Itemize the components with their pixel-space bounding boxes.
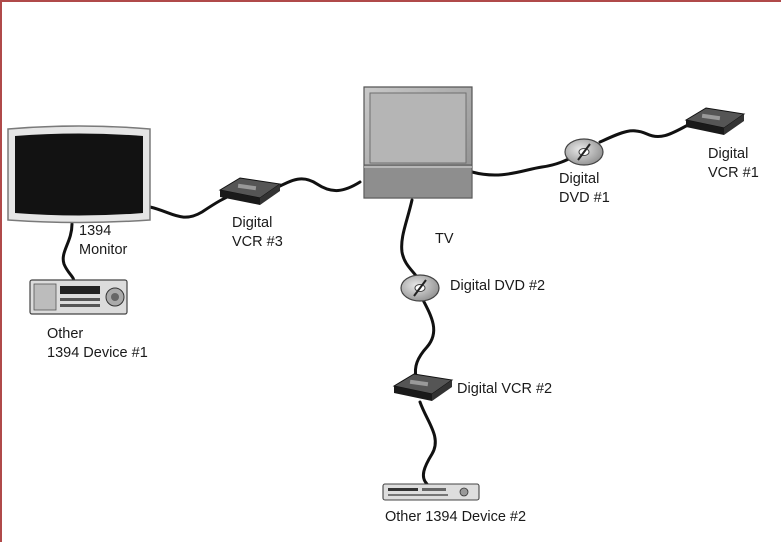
vcr-2 bbox=[392, 373, 454, 401]
receiver-device-1 bbox=[29, 279, 128, 315]
label-dvd-1: Digital DVD #1 bbox=[559, 171, 610, 206]
dvd-disc-1 bbox=[564, 138, 604, 166]
tv-device bbox=[363, 86, 473, 199]
vcr-3 bbox=[218, 177, 282, 205]
cable-tv-to-dvd1 bbox=[470, 153, 579, 177]
cables bbox=[61, 122, 692, 486]
cable-vcr3-to-tv bbox=[270, 177, 362, 192]
label-vcr-1: Digital VCR #1 bbox=[708, 146, 759, 181]
deck-device-2 bbox=[382, 483, 480, 501]
label-other-device-1: Other 1394 Device #1 bbox=[47, 326, 148, 361]
label-vcr-2: Digital VCR #2 bbox=[457, 381, 553, 397]
cable-tv-to-dvd2 bbox=[400, 198, 419, 279]
cable-vcr2-to-device2 bbox=[418, 400, 437, 486]
label-monitor: 1394 Monitor bbox=[79, 223, 128, 258]
label-dvd-2: Digital DVD #2 bbox=[450, 278, 546, 294]
cable-monitor-to-device1 bbox=[61, 222, 76, 284]
cable-dvd1-to-vcr1 bbox=[598, 122, 692, 144]
label-other-device-2: Other 1394 Device #2 bbox=[385, 509, 527, 525]
dvd-disc-2 bbox=[400, 274, 440, 302]
label-vcr-3: Digital VCR #3 bbox=[232, 215, 283, 250]
monitor-device bbox=[7, 125, 151, 224]
cable-monitor-to-vcr3 bbox=[148, 192, 236, 219]
vcr-1 bbox=[684, 107, 746, 135]
cable-dvd2-to-vcr2 bbox=[413, 296, 436, 379]
label-tv: TV bbox=[435, 231, 454, 247]
